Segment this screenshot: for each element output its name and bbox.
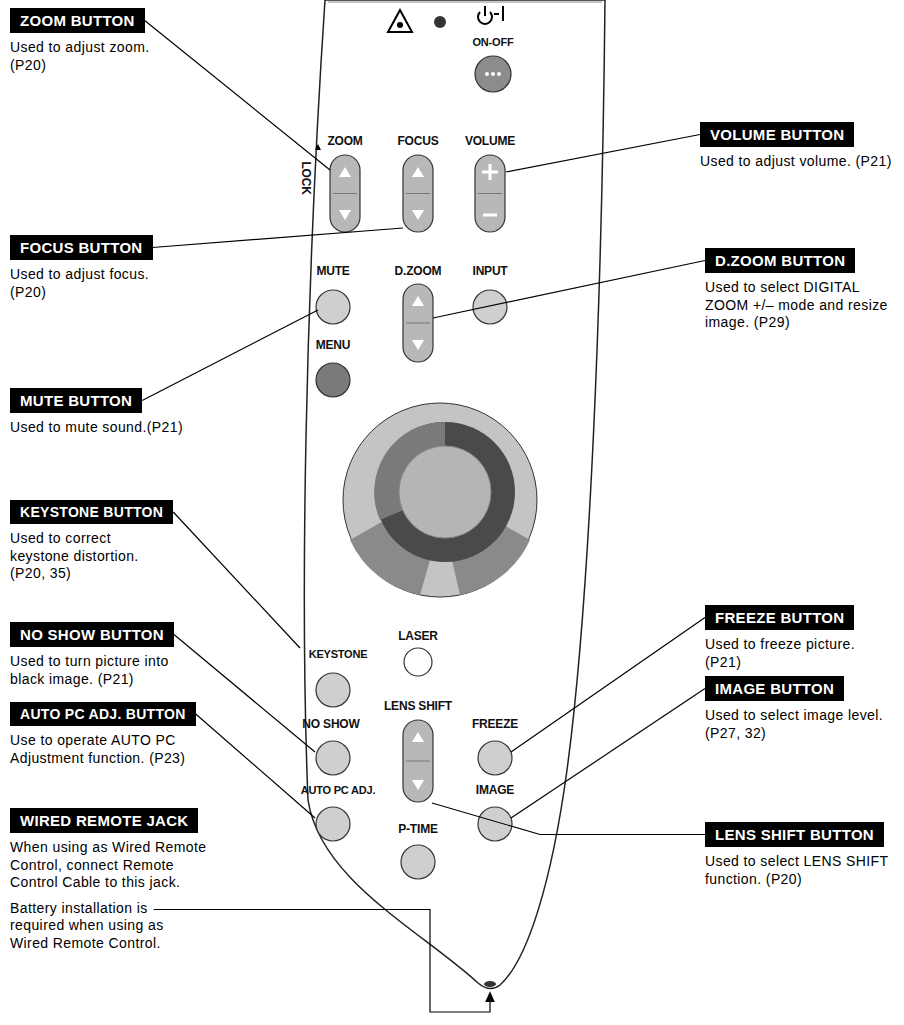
- input-button: [473, 290, 507, 324]
- callout-description: Battery installation is required when us…: [10, 900, 175, 953]
- keystone-button: [316, 673, 350, 707]
- leader-line: [511, 689, 705, 819]
- callout-heading: FREEZE BUTTON: [705, 605, 854, 630]
- indicator-led: [434, 16, 446, 28]
- callout-description: Used to mute sound.(P21): [10, 419, 200, 437]
- callout: IMAGE BUTTON Used to select image level. …: [705, 676, 895, 742]
- callout: FOCUS BUTTON Used to adjust focus. (P20): [10, 235, 200, 301]
- callout-heading: MUTE BUTTON: [10, 388, 142, 413]
- callout-heading: LENS SHIFT BUTTON: [705, 822, 884, 847]
- callout-description: Used to freeze picture. (P21): [705, 636, 885, 671]
- image-button: [478, 807, 512, 841]
- p-time-button: [401, 845, 435, 879]
- power-dot: [497, 72, 501, 76]
- zoom-rocker: [330, 155, 360, 232]
- callout: WIRED REMOTE JACK When using as Wired Rem…: [10, 808, 215, 952]
- callout-description: Used to adjust volume. (P21): [700, 153, 895, 171]
- callout-description: When using as Wired Remote Control, conn…: [10, 839, 215, 892]
- callout-description: Used to select image level. (P27, 32): [705, 707, 885, 742]
- callout: NO SHOW BUTTON Used to turn picture into …: [10, 622, 200, 688]
- leader-line: [174, 635, 315, 753]
- remote-body: [304, 0, 605, 989]
- button-label: IMAGE: [476, 783, 514, 797]
- callout: KEYSTONE BUTTON Used to correct keystone …: [10, 500, 200, 583]
- power-symbol: [478, 6, 503, 24]
- laser-warning-icon: [388, 10, 412, 32]
- callout-description: Used to correct keystone distortion. (P2…: [10, 530, 170, 583]
- callout: AUTO PC ADJ. BUTTON Use to operate AUTO P…: [10, 702, 200, 767]
- callout: MUTE BUTTON Used to mute sound.(P21): [10, 388, 200, 437]
- focus-rocker: [403, 155, 433, 232]
- leader-line: [142, 310, 318, 401]
- leader-line: [511, 618, 705, 753]
- leader-line: [153, 228, 404, 248]
- leader-line: [145, 21, 330, 171]
- volume-rocker: [475, 155, 505, 232]
- callout: FREEZE BUTTON Used to freeze picture. (P2…: [705, 605, 895, 671]
- callout-description: Used to select LENS SHIFT function. (P20…: [705, 853, 895, 888]
- callout-heading: IMAGE BUTTON: [705, 676, 844, 701]
- mute-button: [316, 290, 350, 324]
- button-label: LENS SHIFT: [384, 699, 452, 713]
- callout-description: Used to adjust zoom. (P20): [10, 39, 185, 74]
- leader-line: [432, 803, 705, 835]
- power-button: [475, 56, 511, 92]
- callout-heading: VOLUME BUTTON: [700, 122, 854, 147]
- button-label: KEYSTONE: [309, 648, 368, 660]
- button-label: LOCK: [299, 161, 313, 194]
- button-label: D.ZOOM: [395, 264, 442, 278]
- wired-remote-jack: [484, 981, 496, 987]
- button-label: ZOOM: [327, 134, 362, 148]
- callout: ZOOM BUTTON Used to adjust zoom. (P20): [10, 8, 200, 74]
- callout-description: Used to select DIGITAL ZOOM +/– mode and…: [705, 279, 895, 332]
- button-label: VOLUME: [465, 134, 515, 148]
- lens-shift-rocker: [403, 720, 433, 802]
- power-dot: [485, 72, 489, 76]
- button-label: FOCUS: [397, 134, 438, 148]
- button-label: MENU: [316, 338, 351, 352]
- menu-button: [316, 363, 350, 397]
- power-dot: [491, 72, 495, 76]
- button-label: ON-OFF: [473, 36, 514, 48]
- leader-line: [173, 512, 300, 648]
- leader-line: [196, 714, 315, 818]
- lock-arrow: [315, 144, 321, 150]
- button-label: LASER: [398, 629, 438, 643]
- leader-line: [506, 135, 700, 173]
- callout: VOLUME BUTTON Used to adjust volume. (P21…: [700, 122, 895, 171]
- button-label: AUTO PC ADJ.: [301, 784, 376, 796]
- no-show-button: [316, 741, 350, 775]
- callout-description: Used to turn picture into black image. (…: [10, 653, 185, 688]
- navigation-pad: [343, 403, 537, 597]
- leader-line: [433, 261, 705, 319]
- dzoom-rocker: [403, 284, 433, 362]
- freeze-button: [478, 741, 512, 775]
- button-label: P-TIME: [398, 822, 437, 836]
- button-label: FREEZE: [472, 717, 518, 731]
- callout-heading: NO SHOW BUTTON: [10, 622, 174, 647]
- callout-heading: ZOOM BUTTON: [10, 8, 145, 33]
- callout-heading: KEYSTONE BUTTON: [10, 500, 173, 524]
- button-label: NO SHOW: [302, 717, 359, 731]
- callout-heading: WIRED REMOTE JACK: [10, 808, 198, 833]
- button-label: INPUT: [472, 264, 507, 278]
- callout: D.ZOOM BUTTON Used to select DIGITAL ZOOM…: [705, 248, 895, 332]
- button-label: MUTE: [316, 264, 349, 278]
- auto-pc-adj-button: [316, 807, 350, 841]
- callout: LENS SHIFT BUTTON Used to select LENS SHI…: [705, 822, 895, 888]
- callout-heading: D.ZOOM BUTTON: [705, 248, 855, 273]
- laser-button: [404, 648, 432, 676]
- callout-heading: AUTO PC ADJ. BUTTON: [10, 702, 196, 726]
- jack-pointer: [154, 910, 490, 1013]
- callout-heading: FOCUS BUTTON: [10, 235, 153, 260]
- callout-description: Use to operate AUTO PC Adjustment functi…: [10, 732, 190, 767]
- callout-description: Used to adjust focus. (P20): [10, 266, 185, 301]
